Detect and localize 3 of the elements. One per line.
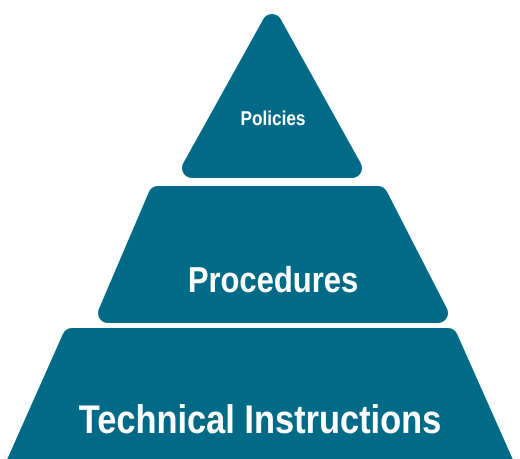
tier-label: Procedures — [188, 260, 358, 300]
tier-label: Technical Instructions — [78, 398, 442, 442]
tier-label: Policies — [240, 108, 305, 130]
